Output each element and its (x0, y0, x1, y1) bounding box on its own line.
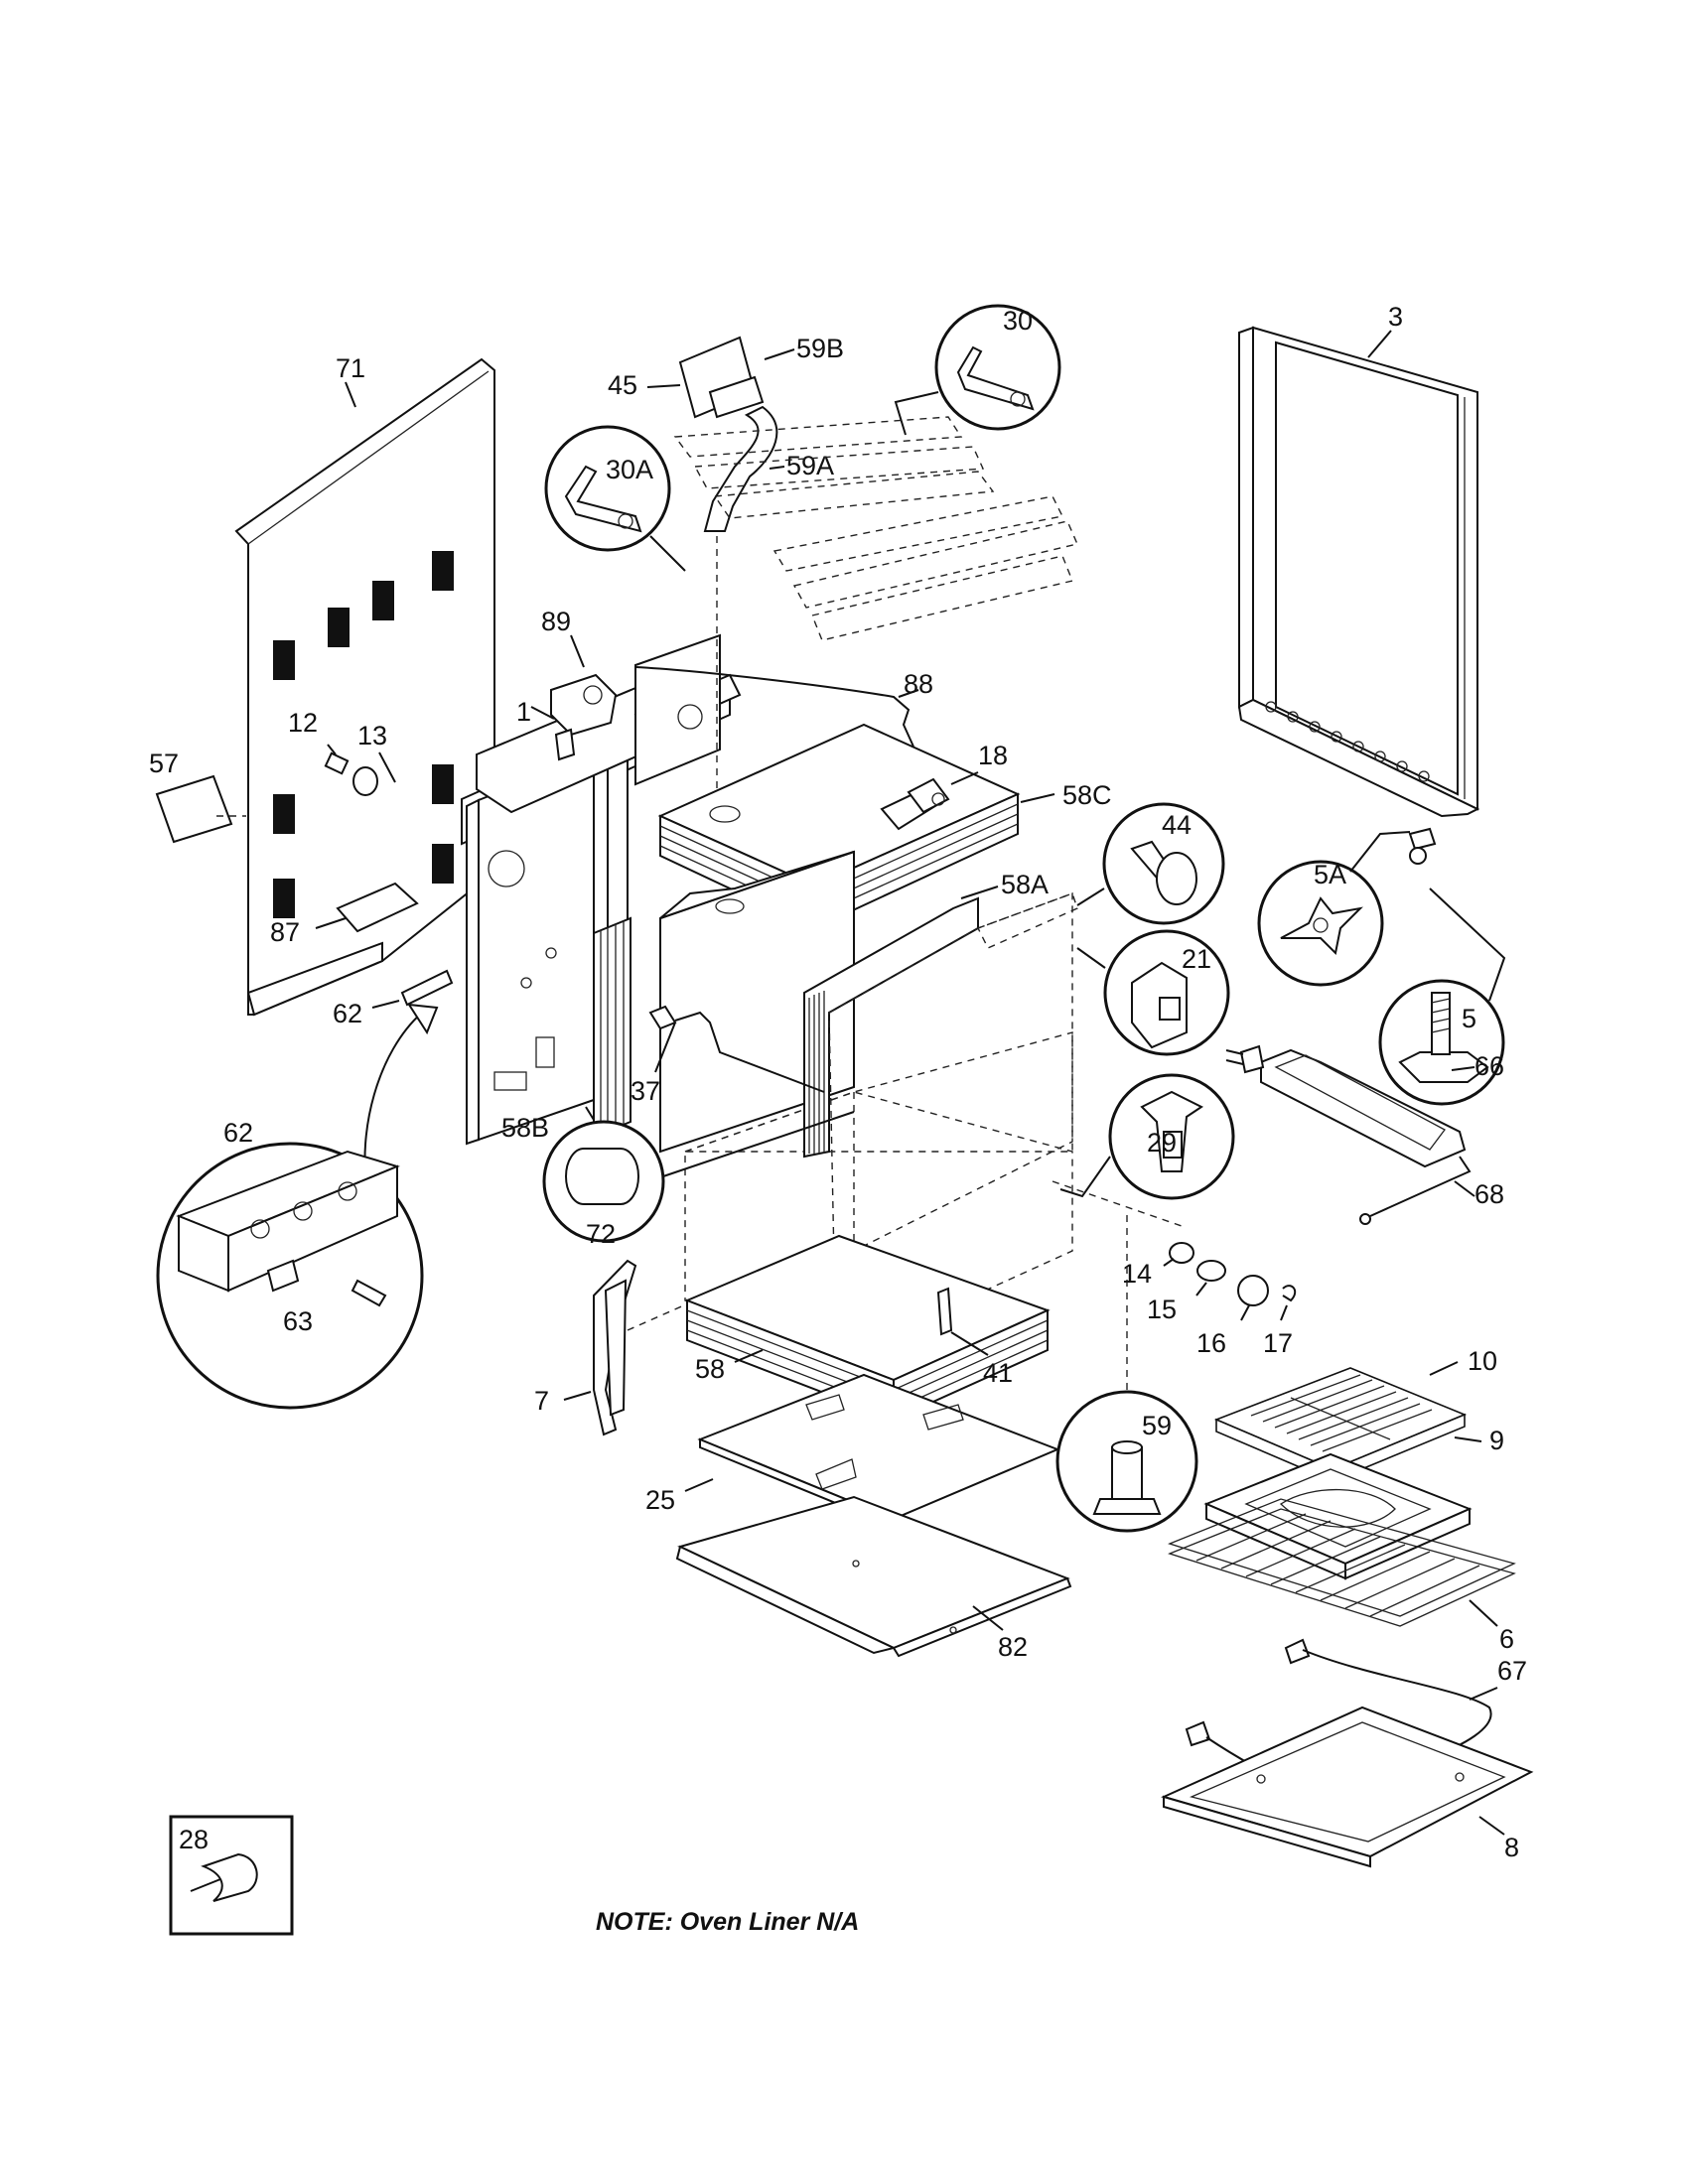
callout-44: 44 (1076, 802, 1225, 925)
side-frame-part: 3 (1237, 302, 1480, 818)
rear-frame-part: 1 58B (461, 633, 742, 1146)
insulation-strip-part (593, 916, 632, 1139)
label-58C: 58C (1062, 780, 1112, 810)
label-29: 29 (1147, 1128, 1177, 1158)
top-rail-parts (673, 416, 1078, 641)
label-15: 15 (1147, 1295, 1177, 1324)
label-9: 9 (1489, 1426, 1504, 1455)
label-16: 16 (1196, 1328, 1226, 1358)
insulation-58C-part: 58C (657, 723, 1112, 930)
label-58A: 58A (1001, 870, 1049, 899)
light-assembly-parts: 14 15 16 17 (1122, 1242, 1297, 1358)
label-41: 41 (983, 1358, 1013, 1388)
label-37: 37 (631, 1076, 660, 1106)
oven-liner-note: NOTE: Oven Liner N/A (596, 1908, 859, 1936)
label-3: 3 (1388, 302, 1403, 332)
label-30: 30 (1003, 306, 1033, 336)
vent-duct-parts: 45 59B 59A (608, 334, 844, 804)
clip-41-part: 41 (936, 1287, 1013, 1388)
oven-bottom-8-part: 8 (1161, 1706, 1534, 1868)
label-67: 67 (1497, 1656, 1527, 1686)
label-88: 88 (904, 669, 933, 699)
bracket-57-part: 57 (149, 749, 246, 844)
label-66: 66 (1474, 1051, 1504, 1081)
callout-21: 21 (1076, 929, 1230, 1056)
callout-30: 30 (894, 304, 1061, 436)
label-21: 21 (1182, 944, 1211, 974)
label-18: 18 (978, 741, 1008, 770)
callout-59: 59 (1055, 1211, 1198, 1533)
label-45: 45 (608, 370, 637, 400)
label-5A: 5A (1314, 860, 1346, 889)
label-57: 57 (149, 749, 179, 778)
broiler-grid-10-part: 10 (1213, 1346, 1497, 1483)
label-30A: 30A (606, 455, 653, 484)
callout-5A: 5A (1257, 831, 1411, 987)
label-72: 72 (586, 1219, 616, 1249)
label-87: 87 (270, 917, 300, 947)
label-28: 28 (179, 1825, 209, 1854)
thermostat-89-part: 89 (541, 607, 618, 761)
callout-29: 29 (1052, 1073, 1235, 1227)
label-89: 89 (541, 607, 571, 636)
label-59A: 59A (786, 451, 834, 480)
side-panel-part: 71 (234, 353, 495, 1017)
label-58B: 58B (501, 1113, 549, 1143)
label-71: 71 (336, 353, 365, 383)
label-17: 17 (1263, 1328, 1293, 1358)
broil-element-66-part: 66 68 (1225, 1044, 1504, 1225)
vent-slots (273, 551, 454, 918)
label-6: 6 (1499, 1624, 1514, 1654)
probe-37-part: 37 (631, 1005, 825, 1106)
base-panel-82-part: 82 (675, 1495, 1072, 1662)
label-25: 25 (645, 1485, 675, 1515)
label-62-top: 62 (333, 999, 362, 1028)
label-44: 44 (1162, 810, 1192, 840)
label-59: 59 (1142, 1411, 1172, 1440)
label-63: 63 (283, 1306, 313, 1336)
label-59B: 59B (796, 334, 844, 363)
latch-18-part: 18 (880, 741, 1008, 831)
knob-12-13-parts: 12 13 (288, 708, 396, 796)
inset-28: 28 (169, 1815, 294, 1936)
label-58: 58 (695, 1354, 725, 1384)
label-13: 13 (357, 721, 387, 751)
insulation-58A-part: 58A (803, 870, 1078, 1263)
terminal-block-62-part: 62 (333, 969, 454, 1192)
label-7: 7 (534, 1386, 549, 1416)
label-68: 68 (1474, 1179, 1504, 1209)
label-62-callout: 62 (223, 1118, 253, 1148)
wire-88-part: 88 (634, 666, 933, 748)
label-1: 1 (516, 697, 531, 727)
label-8: 8 (1504, 1833, 1519, 1862)
callout-72: 72 (542, 1111, 855, 1249)
hinge-7-part: 7 (534, 1259, 696, 1436)
oven-rack-6-part: 6 (1168, 1498, 1516, 1654)
label-10: 10 (1468, 1346, 1497, 1376)
label-82: 82 (998, 1632, 1028, 1662)
broiler-pan-9-part: 9 (1203, 1426, 1504, 1580)
callout-62-63: 62 63 (156, 1118, 424, 1410)
callout-5: 5 (1378, 827, 1506, 1106)
callout-30A: 30A (544, 425, 686, 572)
label-5: 5 (1462, 1004, 1476, 1033)
bracket-87-part: 87 (270, 917, 347, 947)
label-12: 12 (288, 708, 318, 738)
